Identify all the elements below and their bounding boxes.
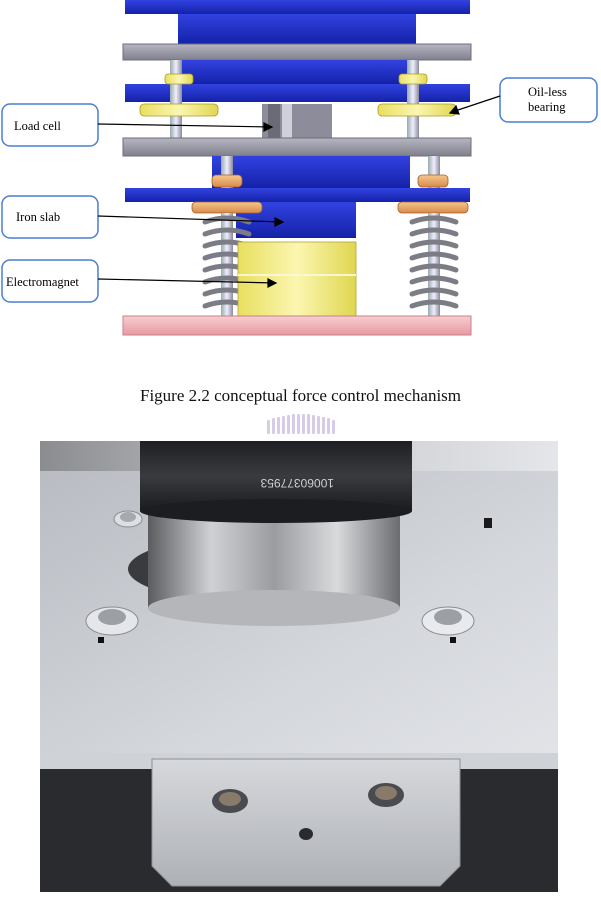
- label-iron-slab: Iron slab: [2, 196, 98, 238]
- photo-screw-top-left: [114, 511, 142, 527]
- collar-right-lower: [418, 175, 448, 187]
- photo-lens-serial: 10060377953: [260, 476, 334, 490]
- label-oil-less-bearing-line1: Oil-less: [528, 85, 567, 99]
- spring-seat-left: [192, 202, 262, 213]
- electromagnet: [238, 242, 356, 316]
- photo-block-hole: [299, 828, 313, 840]
- base-plate: [123, 316, 471, 335]
- oil-less-bearing-left: [140, 104, 218, 116]
- lower-blue-plate: [125, 188, 470, 202]
- collar-right-top: [399, 74, 427, 84]
- top-blue-block: [125, 0, 470, 14]
- label-oil-less-bearing: Oil-less bearing: [500, 78, 597, 122]
- label-iron-slab-text: Iron slab: [16, 210, 60, 224]
- upper-blue-column: [178, 14, 416, 44]
- label-load-cell: Load cell: [2, 104, 98, 146]
- mechanism-diagram: Load cell Iron slab Electromagnet Oil-le…: [0, 0, 601, 345]
- load-cell-center: [282, 104, 292, 138]
- rod-right-upper: [407, 60, 419, 140]
- photo-block-screw-right-head: [375, 786, 397, 800]
- label-electromagnet: Electromagnet: [2, 260, 98, 302]
- mid-blue-column: [178, 60, 416, 84]
- figure-caption: Figure 2.2 conceptual force control mech…: [0, 386, 601, 406]
- collar-left-top: [165, 74, 193, 84]
- label-load-cell-text: Load cell: [14, 119, 61, 133]
- label-oil-less-bearing-line2: bearing: [528, 100, 566, 114]
- collar-left-lower: [212, 175, 242, 187]
- photo-block-screw-left-head: [219, 792, 241, 806]
- photo-clip-right: [484, 518, 492, 528]
- load-cell-face: [268, 104, 280, 138]
- photo-cylinder-bottom: [148, 590, 400, 626]
- watermark-emblem: [253, 414, 349, 438]
- arrow-load-cell: [98, 124, 272, 127]
- photo-lens-ring-bottom: [140, 499, 412, 523]
- spring-seat-right: [398, 202, 468, 213]
- grey-plate-middle: [123, 138, 471, 156]
- label-electromagnet-text: Electromagnet: [6, 275, 79, 289]
- mechanism-photo: 10060377953: [40, 441, 558, 892]
- grey-plate-top: [123, 44, 471, 60]
- oil-less-bearing-right: [378, 104, 456, 116]
- rod-left-upper: [170, 60, 182, 140]
- photo-front-block: [152, 759, 460, 886]
